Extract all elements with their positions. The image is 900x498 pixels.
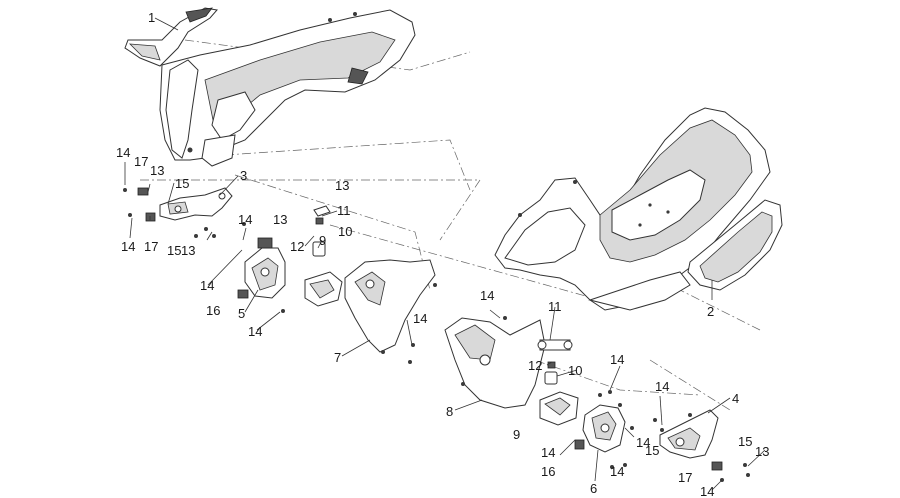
callout-13-a: 13 <box>150 163 164 178</box>
part-1-front-trim <box>124 7 218 67</box>
callout-12-left: 12 <box>290 239 304 254</box>
callout-17-c: 17 <box>678 470 692 485</box>
callout-1: 1 <box>148 10 155 25</box>
part-10-12-left-blocks <box>312 205 331 257</box>
right-large-fairing <box>494 107 771 311</box>
callout-15-a: 15 <box>175 176 189 191</box>
callout-8: 8 <box>446 404 453 419</box>
callout-16-a: 16 <box>206 303 220 318</box>
callout-14-h: 14 <box>541 445 555 460</box>
callout-15-b: 15 <box>167 243 181 258</box>
callout-11-right: 11 <box>548 299 562 314</box>
part-9-latch-left <box>304 271 343 307</box>
upper-left-fairing <box>159 9 416 167</box>
callout-14-e: 14 <box>248 324 262 339</box>
callout-13-b: 13 <box>335 178 349 193</box>
callout-14-j: 14 <box>636 435 650 450</box>
callout-14-l: 14 <box>700 484 714 498</box>
callout-14-g: 14 <box>480 288 494 303</box>
callout-17-a: 17 <box>134 154 148 169</box>
callout-14-f: 14 <box>413 311 427 326</box>
callout-3: 3 <box>240 168 247 183</box>
callout-2: 2 <box>707 304 714 319</box>
part-2-side-panel <box>687 199 783 291</box>
callout-13-d: 13 <box>181 243 195 258</box>
callout-15-c: 15 <box>645 443 659 458</box>
leader-lines <box>124 17 766 491</box>
part-7-panel <box>344 259 437 364</box>
callout-7: 7 <box>334 350 341 365</box>
part-3-bracket <box>159 187 233 221</box>
callout-6: 6 <box>590 481 597 496</box>
callout-16-b: 16 <box>541 464 555 479</box>
part-11-link-right <box>537 339 573 351</box>
callout-14-i: 14 <box>610 352 624 367</box>
callout-4: 4 <box>732 391 739 406</box>
callout-5: 5 <box>238 306 245 321</box>
part-4-bracket <box>653 409 750 482</box>
part-10-12-right-blocks <box>544 361 558 385</box>
callout-14-d: 14 <box>200 278 214 293</box>
callout-labels: 1 2 3 4 5 6 7 8 9 9 10 10 11 11 12 12 13… <box>116 10 769 498</box>
callout-9-right: 9 <box>513 427 520 442</box>
callout-10-right: 10 <box>568 363 582 378</box>
callout-9-left: 9 <box>319 233 326 248</box>
callout-14-c: 14 <box>238 212 252 227</box>
callout-14-a: 14 <box>116 145 130 160</box>
callout-13-c: 13 <box>273 212 287 227</box>
callout-14-b: 14 <box>121 239 135 254</box>
part-9-latch-right <box>539 391 579 426</box>
callout-10-left: 10 <box>338 224 352 239</box>
callout-12-right: 12 <box>528 358 542 373</box>
callout-17-b: 17 <box>144 239 158 254</box>
callout-15-d: 15 <box>738 434 752 449</box>
callout-13-e: 13 <box>755 444 769 459</box>
callout-11-left: 11 <box>337 203 351 218</box>
part-6-bracket <box>574 390 634 469</box>
callout-14-k: 14 <box>655 379 669 394</box>
callout-14-m: 14 <box>610 464 624 479</box>
part-8-bracket <box>444 316 546 409</box>
part-5-bracket <box>237 237 286 313</box>
